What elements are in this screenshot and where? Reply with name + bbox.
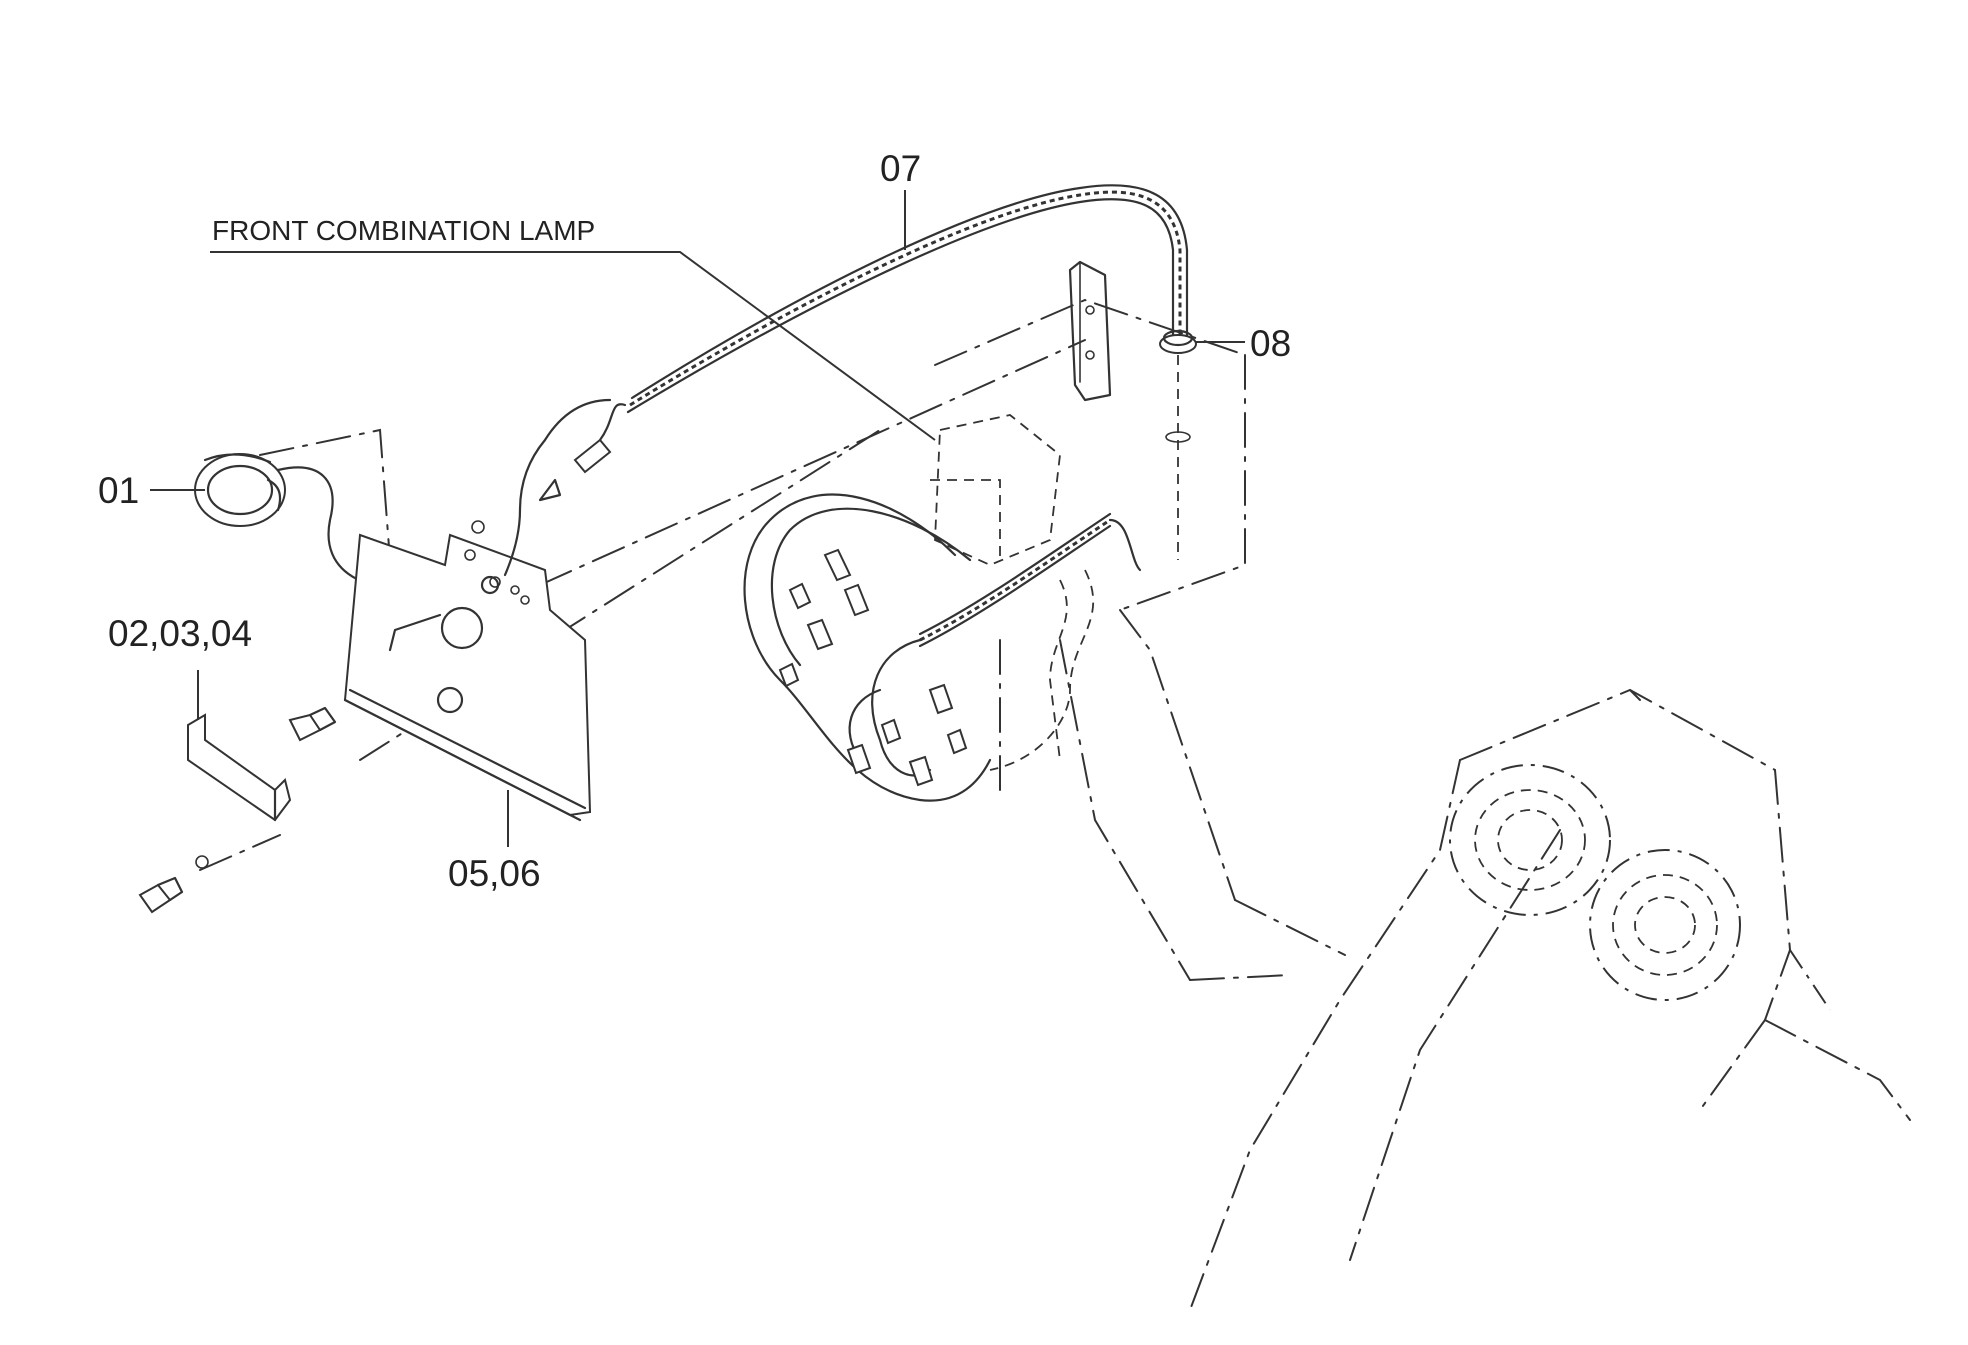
pivot-boss-lower (1589, 849, 1741, 1001)
callout-08: 08 (1250, 323, 1291, 364)
bolt-lower (138, 855, 209, 914)
mounting-bracket (187, 713, 292, 822)
grommet (1159, 329, 1197, 560)
wiring-loom (743, 414, 1142, 802)
callout-02-03-04: 02,03,04 (108, 613, 252, 654)
connector-plugs (471, 398, 627, 577)
mounting-post (1068, 260, 1112, 402)
frame-outline (199, 298, 1911, 1311)
leader-lines (150, 190, 1245, 847)
combination-lamp (194, 453, 482, 592)
harness-cable (626, 184, 1189, 414)
callout-07: 07 (880, 148, 921, 189)
lamp-bracket-plate (343, 533, 592, 822)
lamp-label: FRONT COMBINATION LAMP (212, 215, 595, 246)
loom-connectors (778, 548, 968, 787)
bolt-upper (288, 706, 337, 742)
callout-01: 01 (98, 470, 139, 511)
pivot-boss-upper (1449, 764, 1611, 916)
callout-05-06: 05,06 (448, 853, 541, 894)
